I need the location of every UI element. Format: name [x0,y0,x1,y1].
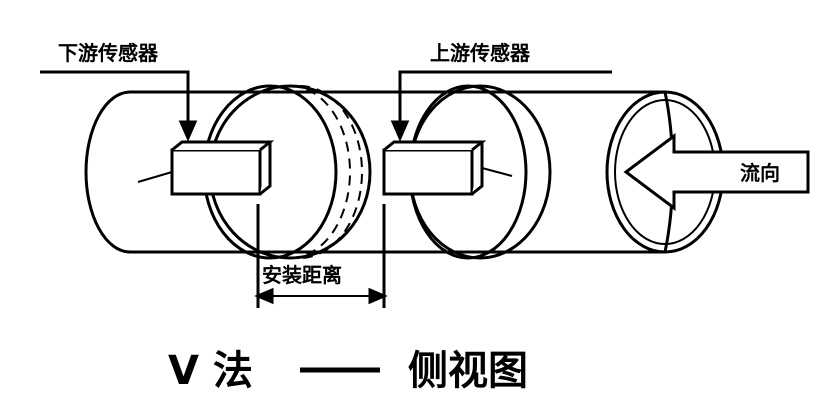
installation-distance-label: 安装距离 [262,263,342,287]
upstream-sensor-cable [481,167,513,177]
downstream-sensor-label: 下游传感器 [58,41,159,65]
downstream-sensor-block [170,140,275,196]
upstream-sensor-block [382,140,487,196]
downstream-sensor-leader [40,70,198,142]
title-view: 侧视图 [408,348,528,394]
downstream-sensor-cable [137,171,173,183]
title-method: V 法 [168,348,253,394]
upstream-sensor-leader [390,70,612,142]
installation-distance-dimension [254,204,388,308]
flow-direction-label: 流向 [740,161,780,185]
flow-direction-arrow [623,133,810,211]
upstream-sensor-label: 上游传感器 [430,41,531,65]
